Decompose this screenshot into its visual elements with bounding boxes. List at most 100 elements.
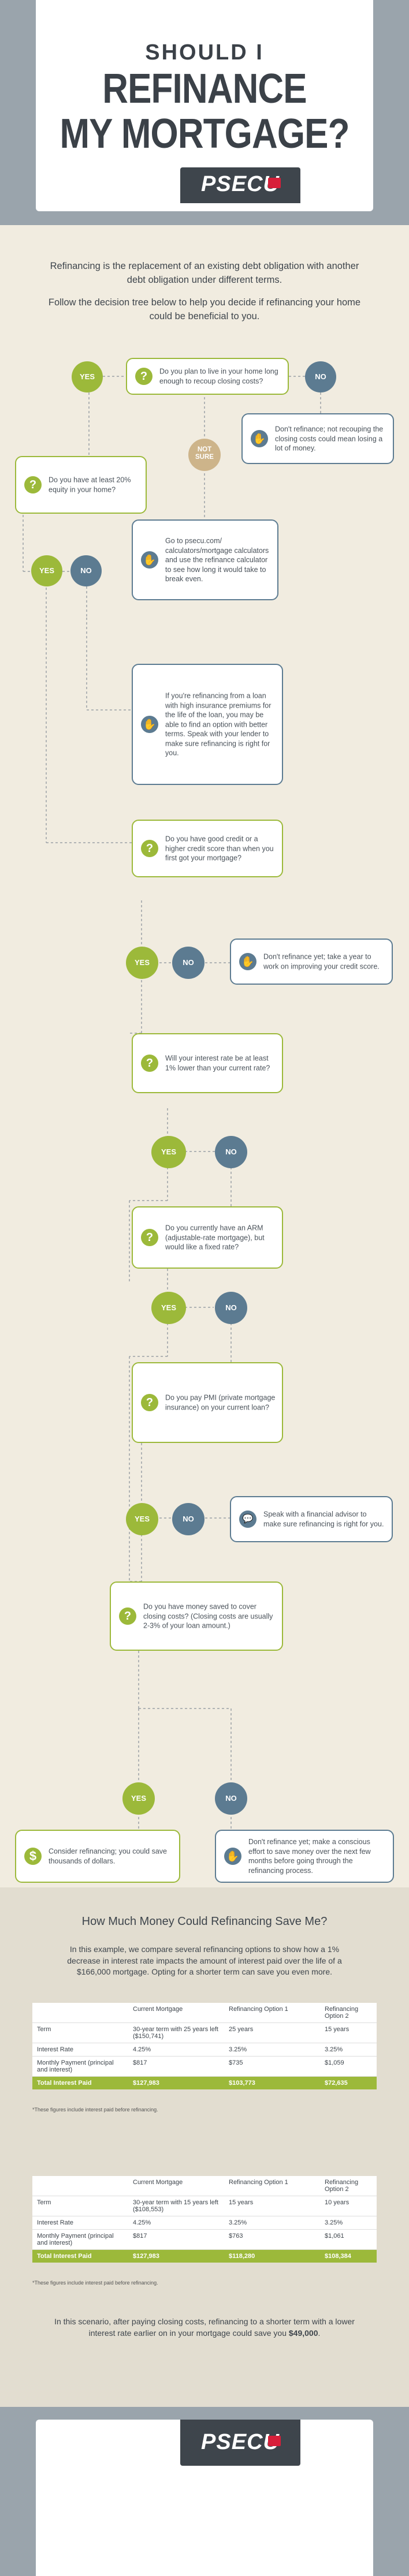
question-icon: ? [141,1394,158,1411]
brand-logo: PSECU [180,167,300,203]
table-cell: 3.25% [224,2216,320,2230]
title-line-2: MY MORTGAGE? [60,111,349,157]
conclusion-lead: In this scenario, after paying closing c… [54,2317,355,2338]
table-cell: Total Interest Paid [32,2249,128,2263]
q2-yes-pill: YES [31,555,62,586]
q6-no-result-box: 💬 Speak with a financial advisor to make… [230,1496,393,1542]
footer-banner: PSECU [0,2407,409,2576]
q1-no-result-text: Don't refinance; not recouping the closi… [275,425,384,453]
q2-no-pill: NO [70,555,102,586]
q5-question-box: ? Do you currently have an ARM (adjustab… [132,1206,283,1269]
q7-no-pill: NO [215,1782,247,1815]
table-row: Interest Rate 4.25% 3.25% 3.25% [32,2043,377,2057]
q6-no-result-text: Speak with a financial advisor to make s… [263,1510,384,1528]
q1-yes-pill: YES [72,361,103,392]
q7-question-box: ? Do you have money saved to cover closi… [110,1582,283,1651]
hand-stop-icon: ✋ [224,1848,241,1865]
comparison-table-25yr: Current Mortgage Refinancing Option 1 Re… [32,2003,377,2089]
q3-text: Do you have good credit or a higher cred… [165,835,274,862]
q2-question-box: ? Do you have at least 20% equity in you… [15,456,147,514]
table-cell: Term [32,2196,128,2216]
table-row: Interest Rate 4.25% 3.25% 3.25% [32,2216,377,2230]
table-cell: $763 [224,2229,320,2250]
q7-no-result-text: Don't refinance yet; make a conscious ef… [248,1838,371,1875]
table-cell: Interest Rate [32,2043,128,2057]
table-row: Monthly Payment (principal and interest)… [32,2229,377,2250]
q4-no-pill: NO [215,1136,247,1168]
table-header-cell: Refinancing Option 2 [320,2003,377,2023]
table-cell: 30-year term with 15 years left ($108,55… [128,2196,224,2216]
q7-no-result-box: ✋ Don't refinance yet; make a conscious … [215,1830,394,1883]
hand-stop-icon: ✋ [239,953,256,970]
q4-text: Will your interest rate be at least 1% l… [165,1054,270,1072]
table-cell: 4.25% [128,2216,224,2230]
q2-text: Do you have at least 20% equity in your … [49,476,131,494]
question-icon: ? [119,1607,136,1625]
table-cell: Total Interest Paid [32,2076,128,2089]
table-header-cell: Refinancing Option 2 [320,2176,377,2196]
table-header-cell: Current Mortgage [128,2176,224,2196]
intro-definition: Refinancing is the replacement of an exi… [50,261,359,285]
q3-question-box: ? Do you have good credit or a higher cr… [132,820,283,877]
question-icon: ? [141,1055,158,1072]
q7-text: Do you have money saved to cover closing… [143,1602,273,1630]
footer-brand-logo: PSECU [180,2420,300,2466]
q1-question-box: ? Do you plan to live in your home long … [126,358,289,395]
q1-not-sure-result-box: ✋ Go to psecu.com/ calculators/mortgage … [132,519,278,600]
table-cell: $817 [128,2229,224,2250]
q3-no-result-text: Don't refinance yet; take a year to work… [263,952,380,971]
header-banner: SHOULD I REFINANCE MY MORTGAGE? PSECU [0,0,409,225]
q4-yes-pill: YES [151,1136,186,1168]
table-row: Term 30-year term with 15 years left ($1… [32,2196,377,2216]
table-cell: Monthly Payment (principal and interest) [32,2056,128,2077]
table-cell: 3.25% [224,2043,320,2057]
table-cell: $108,384 [320,2249,377,2263]
q2-no-result-text: If you're refinancing from a loan with h… [165,691,272,757]
decision-tree-connectors [23,376,321,1830]
footer-card: PSECU [36,2420,373,2576]
question-icon: ? [141,840,158,857]
q1-not-sure-pill: NOT SURE [188,439,221,471]
table-cell: Term [32,2022,128,2043]
q6-text: Do you pay PMI (private mortgage insuran… [165,1393,276,1412]
title-kicker: SHOULD I [145,40,264,65]
q1-no-pill: NO [305,361,336,392]
table-cell: 4.25% [128,2043,224,2057]
q7-yes-result-text: Consider refinancing; you could save tho… [49,1847,167,1865]
q3-yes-pill: YES [126,947,158,979]
table-header-cell: Refinancing Option 1 [224,2176,320,2196]
table-cell: 3.25% [320,2216,377,2230]
comparison-table-15yr: Current Mortgage Refinancing Option 1 Re… [32,2176,377,2263]
q7-yes-result-box: $ Consider refinancing; you could save t… [15,1830,180,1883]
table2-footnote: *These figures include interest paid bef… [32,2280,158,2286]
question-icon: ? [141,1229,158,1246]
table-cell: $103,773 [224,2076,320,2089]
hand-stop-icon: ✋ [141,551,158,569]
question-icon: ? [24,476,42,493]
conclusion-end: . [318,2328,321,2338]
hand-stop-icon: ✋ [141,716,158,733]
title-line-1: REFINANCE [102,66,307,112]
q6-yes-pill: YES [126,1503,158,1535]
table-cell: Interest Rate [32,2216,128,2230]
table-cell: 30-year term with 25 years left ($150,74… [128,2022,224,2043]
table-cell: $118,280 [224,2249,320,2263]
table-cell: 3.25% [320,2043,377,2057]
table-header-cell [32,2176,128,2196]
savings-title: How Much Money Could Refinancing Save Me… [81,1915,328,1928]
hand-stop-icon: ✋ [251,430,268,447]
table-header-row: Current Mortgage Refinancing Option 1 Re… [32,2176,377,2196]
table-cell: $735 [224,2056,320,2077]
table-cell: $127,983 [128,2249,224,2263]
q3-no-pill: NO [172,947,204,979]
table-header-cell: Current Mortgage [128,2003,224,2023]
table-row: Term 30-year term with 25 years left ($1… [32,2022,377,2043]
table-row: Monthly Payment (principal and interest)… [32,2056,377,2077]
table-cell: $1,061 [320,2229,377,2250]
q1-not-sure-result-text: Go to psecu.com/ calculators/mortgage ca… [165,536,269,583]
keystone-icon [268,2436,281,2446]
table-cell: Monthly Payment (principal and interest) [32,2229,128,2250]
table-total-row: Total Interest Paid $127,983 $118,280 $1… [32,2249,377,2263]
table-header-cell: Refinancing Option 1 [224,2003,320,2023]
keystone-icon [268,178,281,188]
